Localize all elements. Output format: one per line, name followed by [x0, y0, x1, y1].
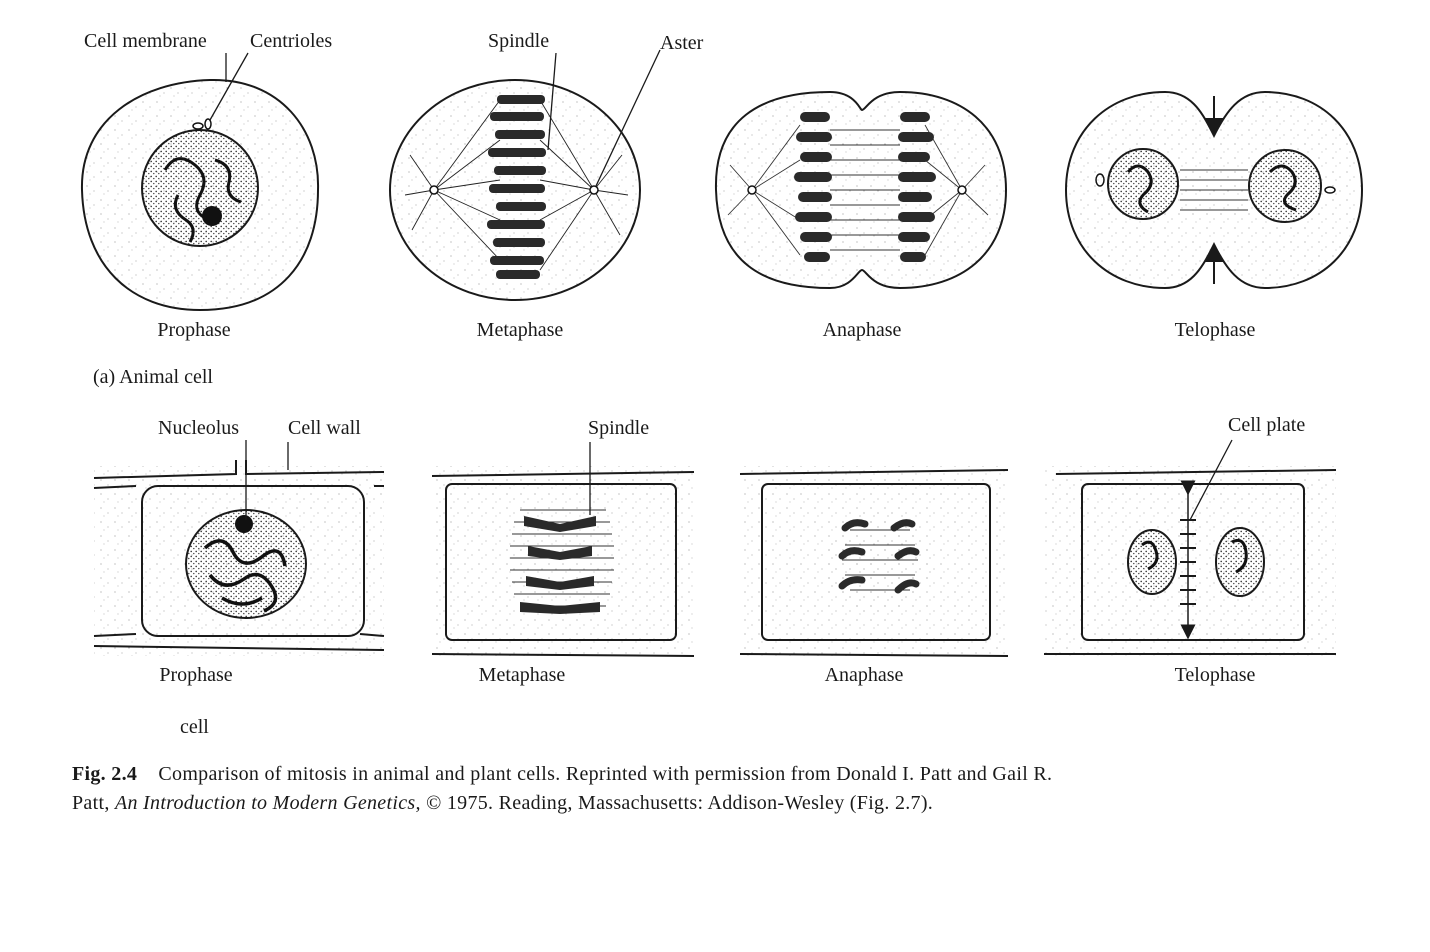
book-title: An Introduction to Modern Genetics,: [114, 792, 421, 814]
animal-cell-caption: (a) Animal cell: [93, 366, 213, 388]
label-spindle-plant: Spindle: [588, 417, 649, 439]
animal-telophase-cell: [1064, 90, 1364, 290]
animal-metaphase-cell: [389, 79, 641, 301]
animal-anaphase-cell: [714, 90, 1008, 290]
label-nucleolus: Nucleolus: [158, 417, 239, 439]
plant-phase-label: Prophase: [159, 664, 232, 686]
label-aster: Aster: [660, 32, 704, 54]
plant-phase-label: Telophase: [1175, 664, 1256, 686]
plant-phase-label: Metaphase: [479, 664, 566, 686]
plant-anaphase-cell: [739, 466, 1009, 657]
plant-metaphase-cell: [431, 466, 695, 657]
animal-phase-label: Metaphase: [477, 319, 564, 341]
label-spindle-animal: Spindle: [488, 30, 549, 52]
plant-cell-caption: cell: [180, 716, 209, 738]
figure-caption: Fig. 2.4 Comparison of mitosis in animal…: [72, 760, 1072, 818]
plant-telophase-cell: [1044, 466, 1337, 656]
caption-text: Comparison of mitosis in animal and plan…: [72, 763, 1053, 814]
plant-phase-label: Anaphase: [825, 664, 904, 686]
plant-prophase-cell: [93, 460, 385, 656]
caption-text-end: © 1975. Reading, Massachusetts: Addison-…: [426, 792, 934, 814]
animal-phase-label: Prophase: [157, 319, 230, 341]
label-cell-wall: Cell wall: [288, 417, 361, 439]
label-cell-membrane: Cell membrane: [84, 30, 207, 52]
figure-number: Fig. 2.4: [72, 763, 138, 785]
animal-phase-label: Anaphase: [823, 319, 902, 341]
animal-prophase-cell: [80, 78, 320, 312]
animal-phase-label: Telophase: [1175, 319, 1256, 341]
label-cell-plate: Cell plate: [1228, 414, 1305, 436]
label-centrioles: Centrioles: [250, 30, 332, 52]
